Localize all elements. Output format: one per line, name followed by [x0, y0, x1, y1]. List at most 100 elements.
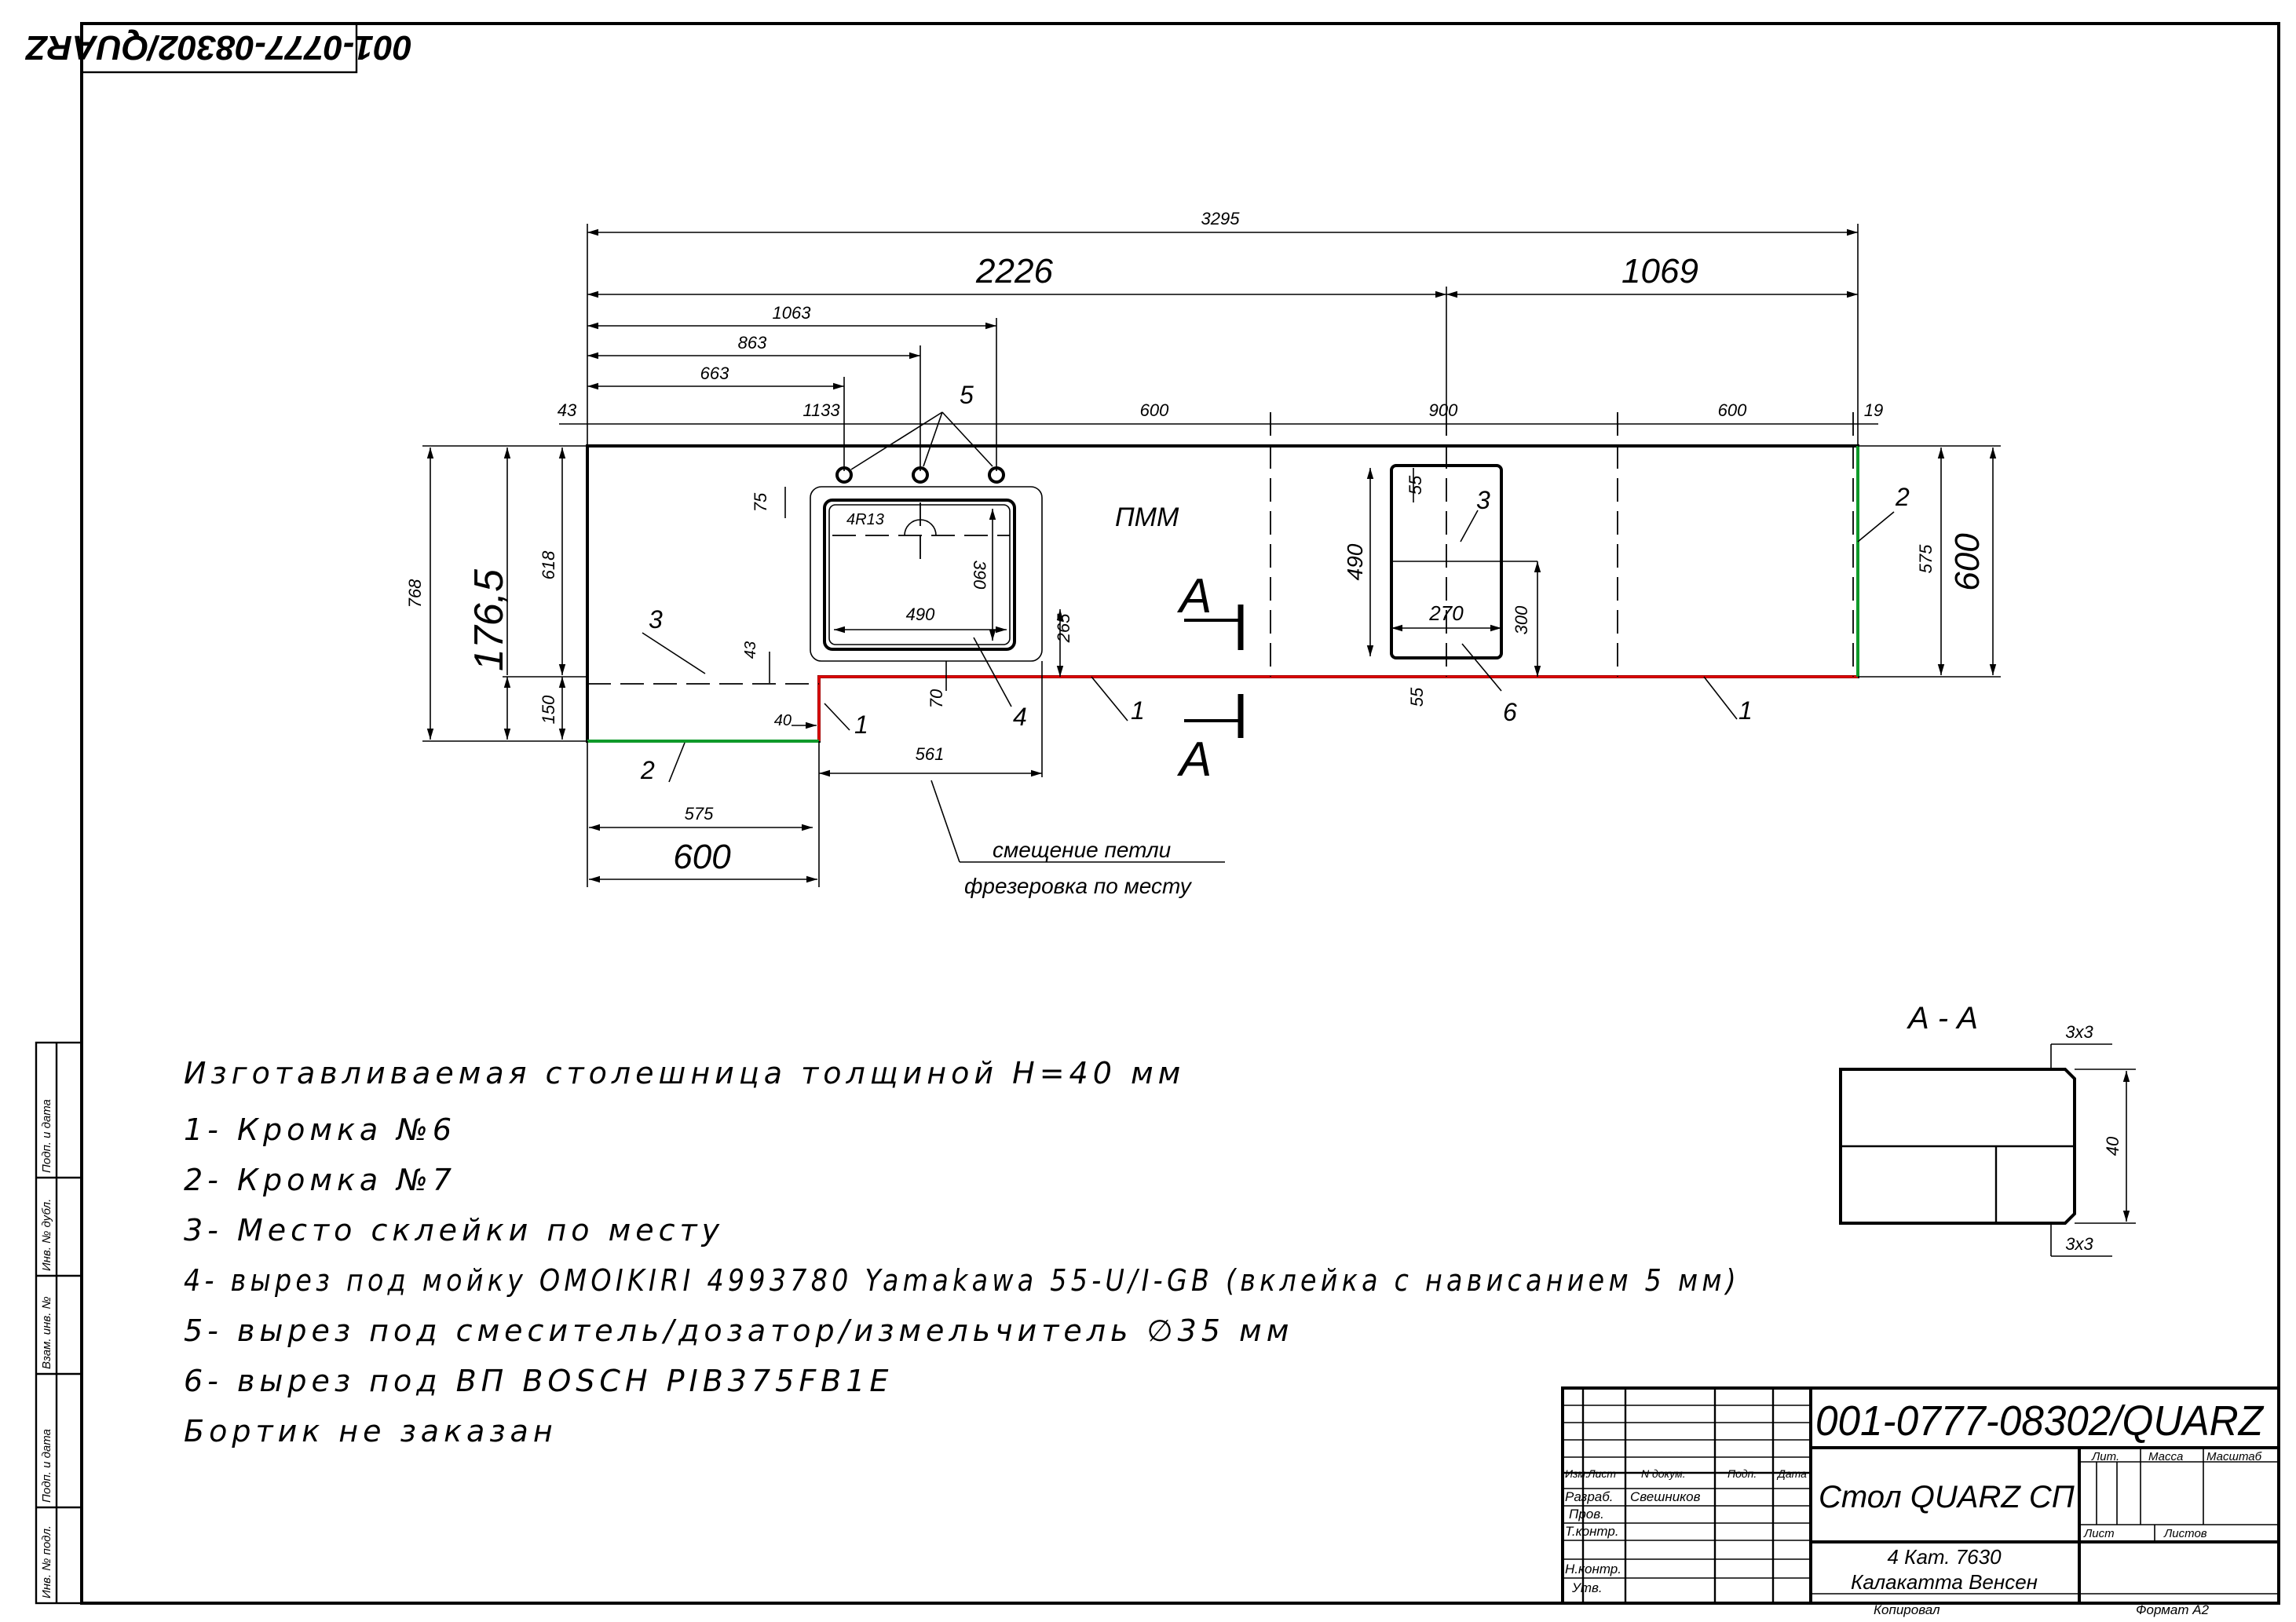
- callouts: 3 1 1 1 4 2 2: [640, 483, 1910, 784]
- callout-2a: 2: [1895, 483, 1910, 511]
- dim-left-part: 2226: [975, 252, 1053, 290]
- dim-55-bottom: 55: [1407, 687, 1427, 707]
- strip-label-2: Подп. и дата: [40, 1429, 53, 1503]
- note-5: 5- вырез под смеситель/дозатор/измельчит…: [184, 1313, 1293, 1348]
- tb-razrab-name: Свешников: [1630, 1489, 1701, 1504]
- section-chamfer-top: 3х3: [2065, 1022, 2093, 1042]
- tb-lit: Лит.: [2091, 1450, 2119, 1463]
- dim-43-top: 43: [558, 400, 577, 420]
- dim-40: 40: [774, 712, 792, 729]
- strip-label-4: Инв. № дубл.: [40, 1199, 53, 1271]
- tb-code: 001-0777-08302/QUARZ: [1815, 1397, 2265, 1445]
- sink-radius-label: 4R13: [846, 511, 884, 528]
- strip-label-1: Инв. № подл.: [40, 1525, 53, 1598]
- dim-19: 19: [1864, 400, 1883, 420]
- dishwasher-label: ПММ: [1115, 502, 1179, 532]
- dim-43-small: 43: [742, 641, 759, 659]
- tb-col-podp: Подп.: [1727, 1467, 1757, 1480]
- note-1: 1- Кромка №6: [184, 1112, 456, 1147]
- tb-name: Стол QUARZ СП: [1819, 1480, 2075, 1514]
- dim-618: 618: [539, 550, 558, 579]
- section-aa-title: А - А: [1907, 1001, 1978, 1036]
- tb-col-izm: Изм.: [1565, 1467, 1589, 1480]
- dim-575-right: 575: [1916, 544, 1936, 573]
- edge-6-line: [817, 675, 1858, 741]
- rotated-stamp-code: 001-0777-08302/QUARZ: [24, 28, 412, 67]
- section-thickness: 40: [2103, 1136, 2122, 1156]
- callout-1c: 1: [1738, 696, 1753, 725]
- dim-900: 900: [1429, 400, 1458, 420]
- tb-col-data: Дата: [1776, 1467, 1807, 1480]
- sheet-frame: 001-0777-08302/QUARZ: [24, 22, 2280, 1605]
- dim-150: 150: [539, 695, 558, 724]
- dim-300: 300: [1512, 605, 1531, 634]
- tb-format: Формат А2: [2136, 1602, 2210, 1617]
- dim-75: 75: [751, 492, 770, 512]
- section-a-top-letter: А: [1176, 569, 1212, 623]
- tb-row-prov: Пров.: [1569, 1507, 1604, 1522]
- sink-width-label: 490: [906, 605, 935, 624]
- callout-3a: 3: [649, 605, 663, 634]
- dim-265: 265: [1054, 613, 1073, 643]
- title-block: Изм. Лист N докум. Подп. Дата Разраб. Св…: [1561, 1386, 2280, 1617]
- dim-55-top: 55: [1406, 475, 1425, 495]
- callout-2b: 2: [640, 756, 655, 784]
- note-4: 4- вырез под мойку OMOIKIRI 4993780 Yama…: [184, 1263, 1740, 1298]
- tb-massa: Масса: [2148, 1450, 2183, 1463]
- note-2: 2- Кромка №7: [184, 1163, 456, 1197]
- section-marks: А А: [1176, 569, 1244, 787]
- dim-863: 863: [738, 333, 767, 353]
- tb-row-razrab: Разраб.: [1565, 1489, 1614, 1504]
- callout-1a: 1: [854, 711, 868, 739]
- top-dimensions: 3295 2226 1069 1063 863 663 43 1133 600 …: [558, 209, 1883, 471]
- callout-5: 5: [960, 381, 974, 409]
- sink-depth-label: 390: [970, 561, 989, 590]
- note-3: 3- Место склейки по месту: [184, 1213, 724, 1248]
- dim-1133: 1133: [803, 400, 840, 420]
- callout-3b: 3: [1476, 486, 1490, 514]
- notes: Изготавливаемая столешница толщиной Н=40…: [184, 1056, 1740, 1448]
- countertop-outline: [586, 412, 1859, 743]
- dim-600-bottom: 600: [673, 838, 731, 876]
- mixer-holes: 5: [835, 381, 1005, 484]
- dim-768: 768: [405, 579, 425, 608]
- tb-masshtab: Масштаб: [2206, 1450, 2262, 1463]
- tb-col-list: Лист: [1587, 1467, 1616, 1480]
- dim-600-b: 600: [1718, 400, 1747, 420]
- dim-600-right: 600: [1948, 533, 1987, 591]
- dim-176-5: 176,5: [466, 568, 512, 671]
- dim-total: 3295: [1201, 209, 1241, 228]
- note-7: Бортик не заказан: [184, 1414, 558, 1448]
- hinge-note-1: смещение петли: [993, 838, 1172, 862]
- side-strip: Инв. № подл. Подп. и дата Взам. инв. № И…: [35, 1041, 83, 1605]
- section-a-bottom-letter: А: [1176, 732, 1212, 787]
- dim-600-a: 600: [1140, 400, 1169, 420]
- strip-label-5: Подп. и дата: [40, 1099, 53, 1173]
- tb-col-ndoc: N докум.: [1641, 1467, 1686, 1480]
- section-chamfer-bottom: 3х3: [2065, 1234, 2093, 1254]
- dim-70: 70: [927, 689, 946, 708]
- dim-right-part: 1069: [1621, 252, 1698, 290]
- sink-cutout: 4R13 490 390: [810, 486, 1043, 662]
- dim-561: 561: [916, 744, 945, 764]
- tb-list: Лист: [2083, 1527, 2115, 1540]
- note-6: 6- вырез под ВП BOSCH PIB375FB1E: [184, 1364, 893, 1398]
- tb-material-1: 4 Кат. 7630: [1887, 1545, 2002, 1569]
- right-dimensions: 575 600: [1858, 445, 2001, 678]
- tb-listov: Листов: [2163, 1527, 2207, 1540]
- cooktop-cutout: 270 490 55 300 55 3 6: [1343, 464, 1541, 726]
- bottom-dimensions: 561 575 600 смещение петли фрезеровка по…: [587, 661, 1225, 898]
- tb-material-2: Калакатта Венсен: [1851, 1570, 2038, 1594]
- dim-663: 663: [700, 363, 729, 383]
- dim-1063: 1063: [773, 303, 812, 323]
- cooktop-width-label: 270: [1428, 601, 1464, 625]
- tb-row-tkontr: Т.контр.: [1565, 1524, 1619, 1539]
- section-aa: А - А 40 3х3 3х3: [1839, 1001, 2136, 1257]
- tb-row-utv: Утв.: [1571, 1580, 1603, 1595]
- hinge-note-2: фрезеровка по месту: [964, 874, 1193, 898]
- tb-kopiroval: Копировал: [1874, 1602, 1940, 1617]
- callout-6: 6: [1503, 698, 1517, 726]
- callout-4: 4: [1013, 703, 1027, 731]
- left-dimensions: 768 176,5 618 150 75 265 43 40 70: [405, 445, 1073, 742]
